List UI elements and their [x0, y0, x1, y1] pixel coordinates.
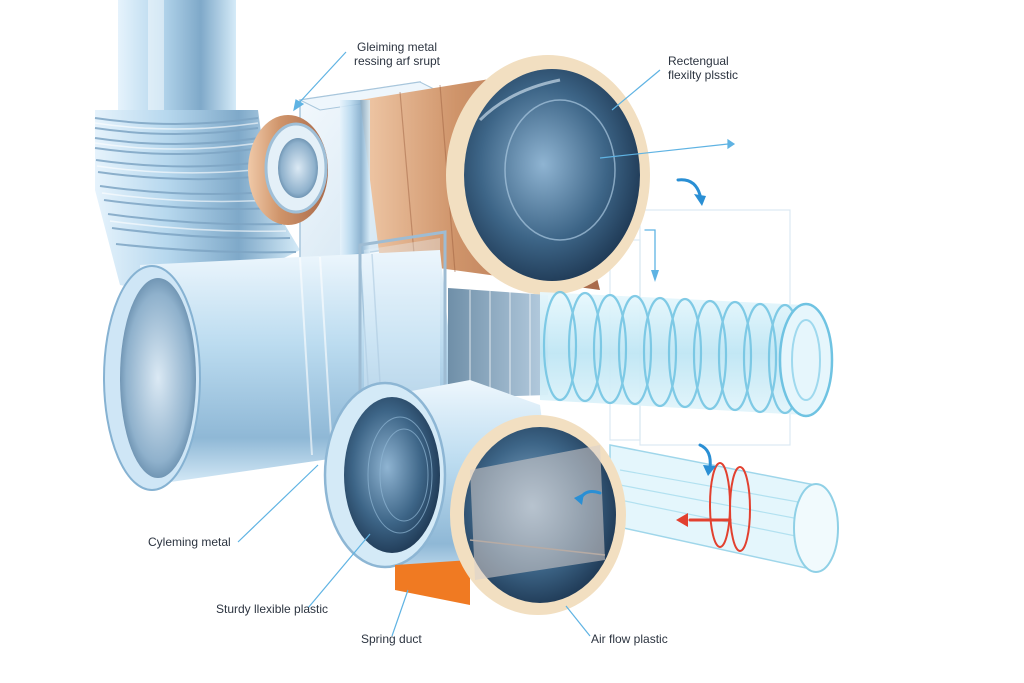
- clear-plastic-tube: [609, 444, 839, 573]
- flexible-elbow-duct: [94, 110, 300, 300]
- copper-round-duct: [340, 55, 650, 295]
- small-copper-collar: [248, 115, 328, 225]
- airflow-arrows: [574, 178, 732, 527]
- label-top-metal-line1: Gleiming metal: [356, 40, 438, 54]
- label-spring-duct: Spring duct: [361, 632, 422, 646]
- vertical-metal-pipe: [118, 0, 236, 112]
- label-air-flow: Air flow plastic: [591, 632, 668, 646]
- label-top-plastic-line2: flexilty plsstic: [668, 68, 739, 82]
- label-top-plastic-line1: Rectengual: [668, 54, 729, 68]
- spring-round-duct: [450, 415, 626, 615]
- label-top-metal: Gleiming metal ressing arf srupt: [322, 40, 472, 68]
- label-top-plastic: Rectengual flexilty plsstic: [668, 54, 738, 82]
- flexible-plastic-duct: [540, 290, 834, 418]
- label-cyleming-metal: Cyleming metal: [148, 535, 231, 549]
- grey-connector-section: [448, 288, 548, 398]
- label-sturdy-flexible: Sturdy llexible plastic: [216, 602, 329, 616]
- label-top-metal-line2: ressing arf srupt: [353, 54, 441, 68]
- leader-lines: [237, 51, 736, 637]
